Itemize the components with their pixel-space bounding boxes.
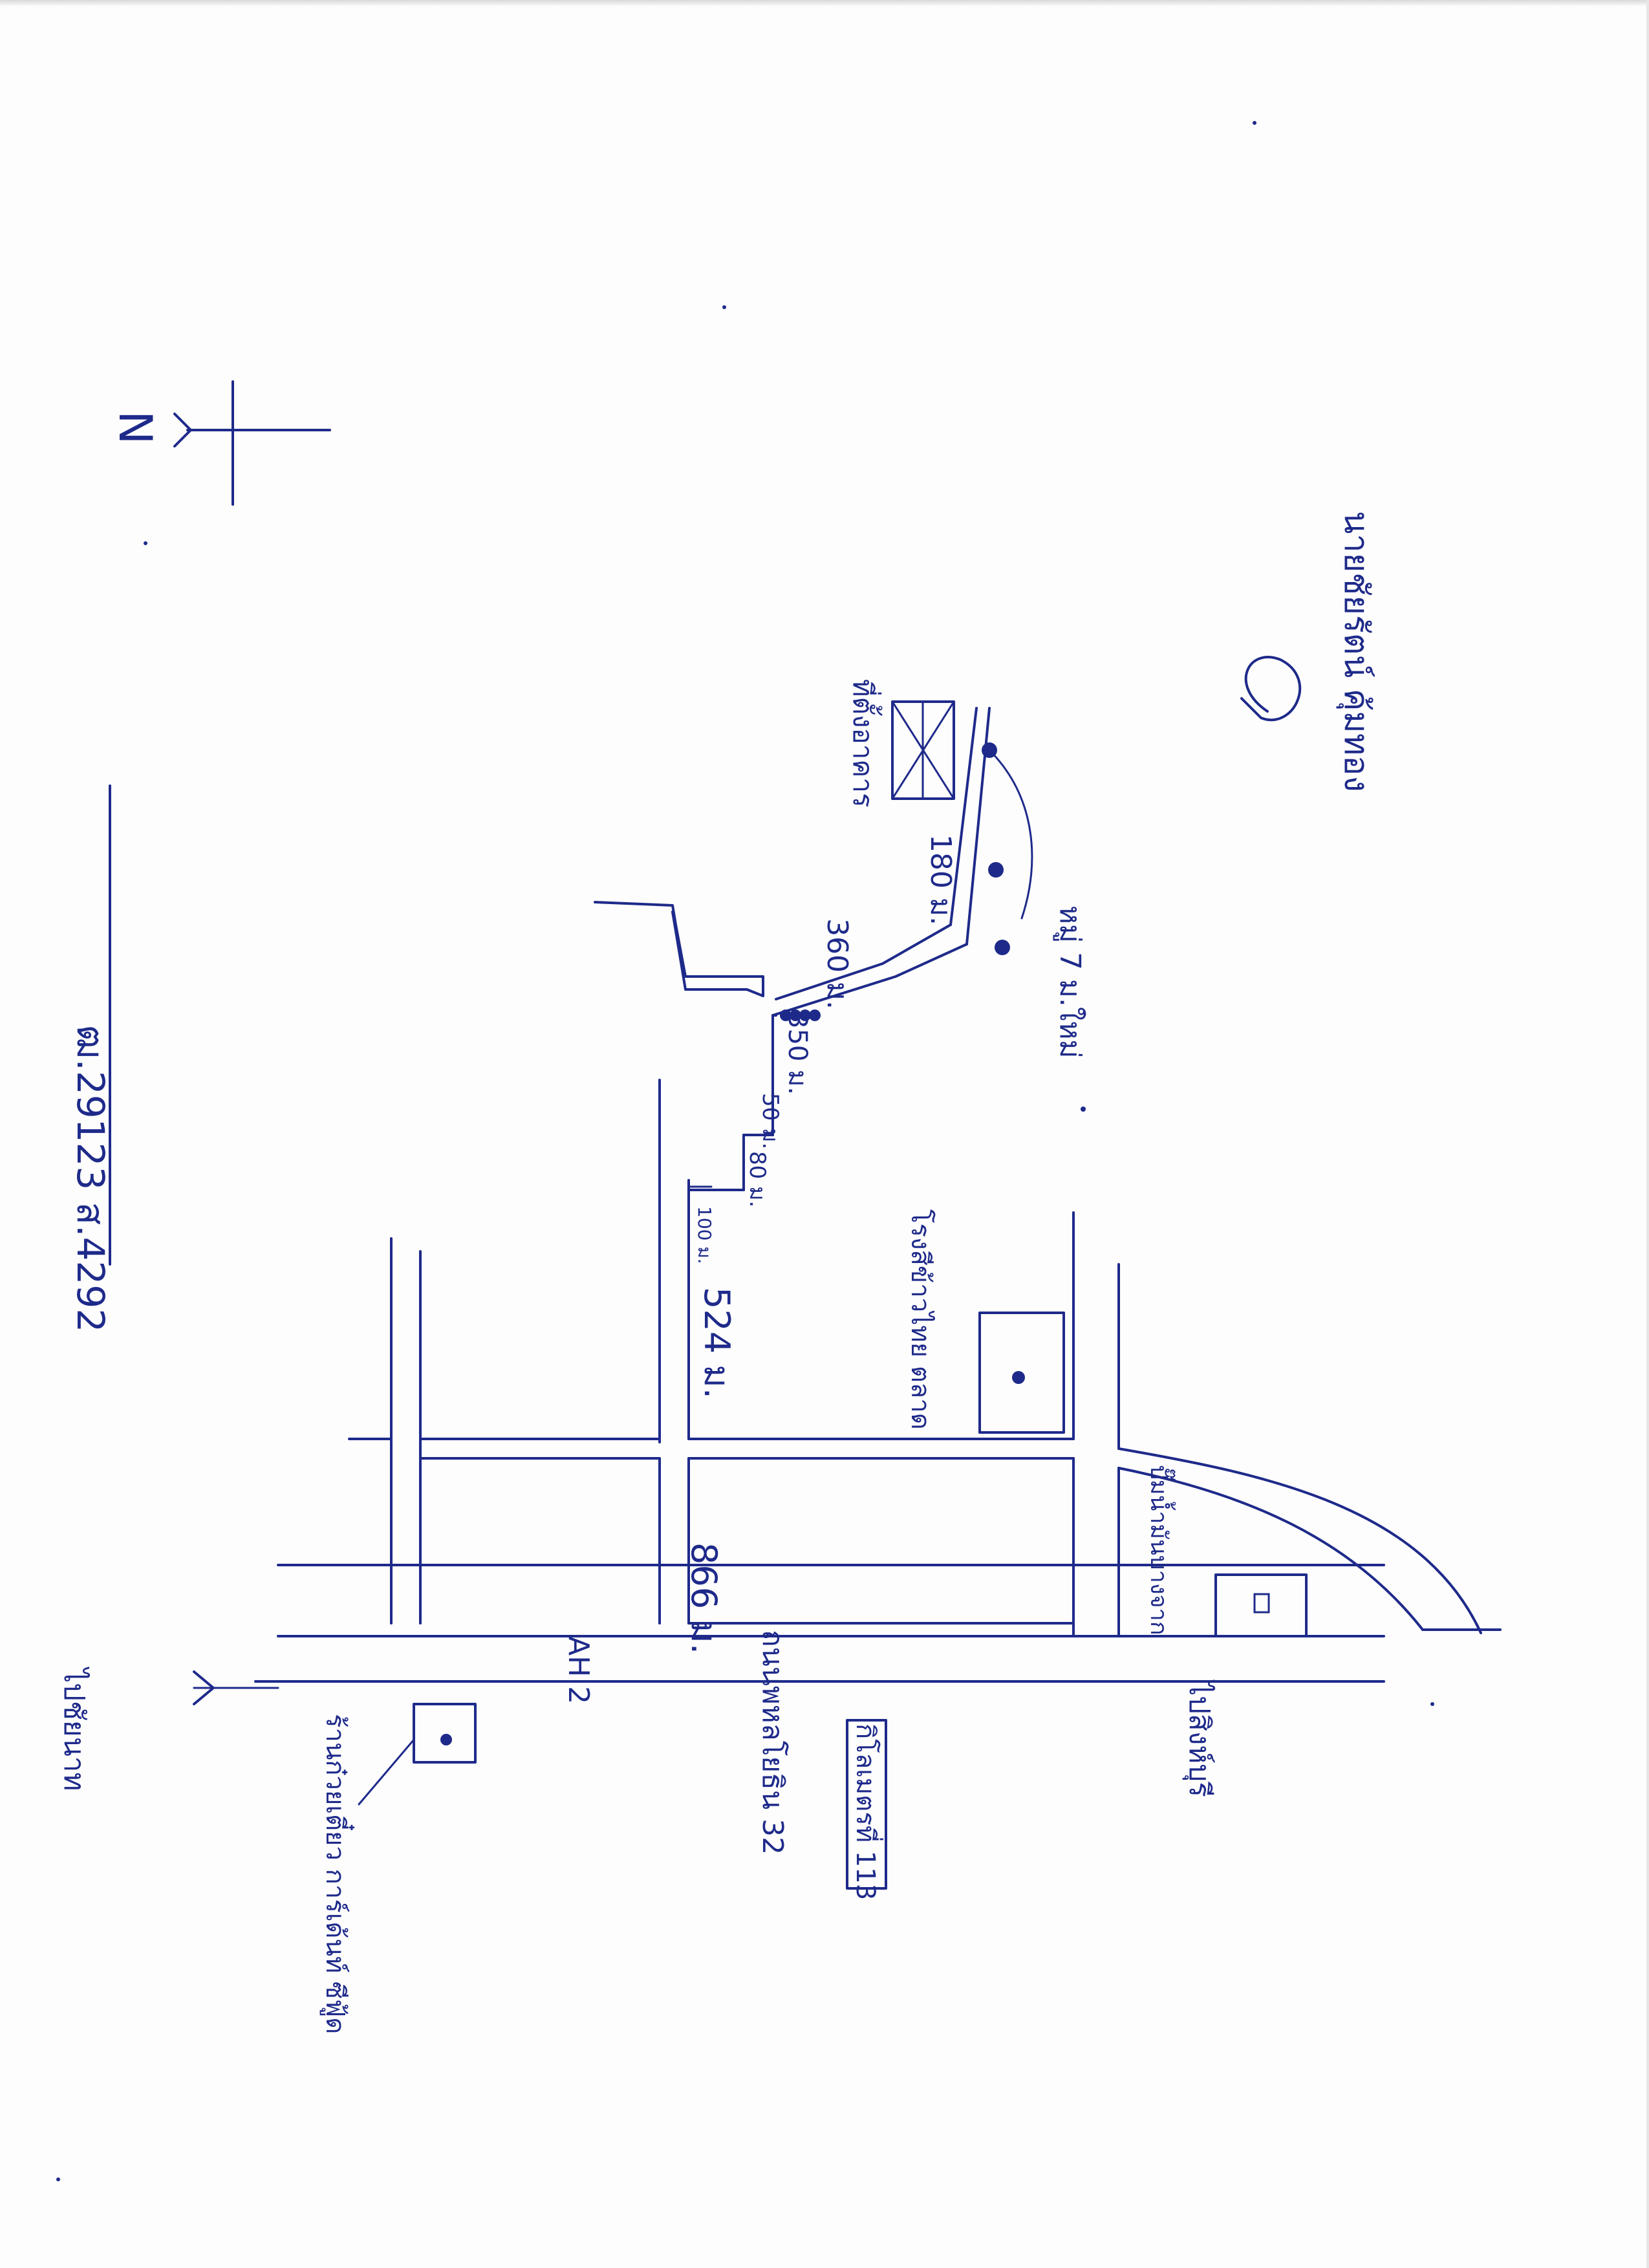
label-360: 360 ม. bbox=[821, 918, 854, 1010]
label-shop: ร้านก๋วยเตี๋ยว การ์เด้นท์ ซีฟู้ด bbox=[320, 1714, 354, 2034]
label-180: 180 ม. bbox=[924, 834, 957, 925]
label-gas-station: ปั๊มน้ำมันบางจาก bbox=[1145, 1465, 1176, 1636]
title-text: ฒ.29123 ส.4292 bbox=[69, 1025, 113, 1332]
north-label: N bbox=[109, 411, 162, 444]
highway bbox=[193, 1564, 1385, 1705]
label-km-marker: กิโลเมตรที่ 113 bbox=[850, 1723, 883, 1900]
north-arrow bbox=[173, 380, 331, 506]
scan-top-edge bbox=[0, 0, 1649, 6]
label-80: 80 ม. bbox=[744, 1151, 770, 1207]
scan-specks bbox=[56, 121, 1434, 2181]
label-factory: โรงสีข้าวไทย ตลาด bbox=[905, 1209, 935, 1430]
label-signer: นายชัยรัตน์ คุ้มทอง bbox=[1336, 511, 1375, 792]
label-to-singburi: ไปสิงห์บุรี bbox=[1182, 1679, 1216, 1797]
gas-station-icon bbox=[1253, 1593, 1270, 1614]
curved-road bbox=[1117, 1447, 1502, 1634]
label-ah12: AH 2 bbox=[562, 1636, 595, 1704]
factory-marker bbox=[1012, 1371, 1025, 1384]
shop-leader-line bbox=[358, 1738, 415, 1806]
route-path bbox=[594, 707, 991, 1191]
label-50: 50 ม. bbox=[757, 1093, 783, 1149]
factory-box bbox=[978, 1312, 1065, 1434]
label-target: ที่ตั้งอาคาร bbox=[847, 679, 883, 808]
km-marker-box bbox=[846, 1719, 887, 1890]
upper-block bbox=[348, 1079, 1120, 1637]
scan-right-edge bbox=[1646, 0, 1649, 2268]
label-to-chainat: ไปชัยนาท bbox=[58, 1667, 91, 1791]
shop-box bbox=[413, 1703, 477, 1764]
target-building bbox=[891, 700, 955, 800]
shop-marker bbox=[440, 1734, 452, 1745]
utility-poles bbox=[780, 742, 1033, 1021]
gas-station-box bbox=[1214, 1573, 1308, 1637]
label-100: 100 ม. bbox=[694, 1206, 715, 1264]
map-labels: 866 ม. 524 ม. 100 ม. 80 ม. 50 ม. 350 ม. … bbox=[58, 511, 1375, 2034]
label-highway-32: ถนนพหลโยธิน 32 bbox=[756, 1630, 789, 1855]
label-350: 350 ม. bbox=[782, 1012, 812, 1095]
label-village: หมู่ 7 ม.ใหม่ bbox=[1053, 905, 1086, 1058]
signature bbox=[1240, 656, 1301, 722]
label-524: 524 ม. bbox=[696, 1287, 737, 1399]
label-866: 866 ม. bbox=[684, 1542, 724, 1654]
